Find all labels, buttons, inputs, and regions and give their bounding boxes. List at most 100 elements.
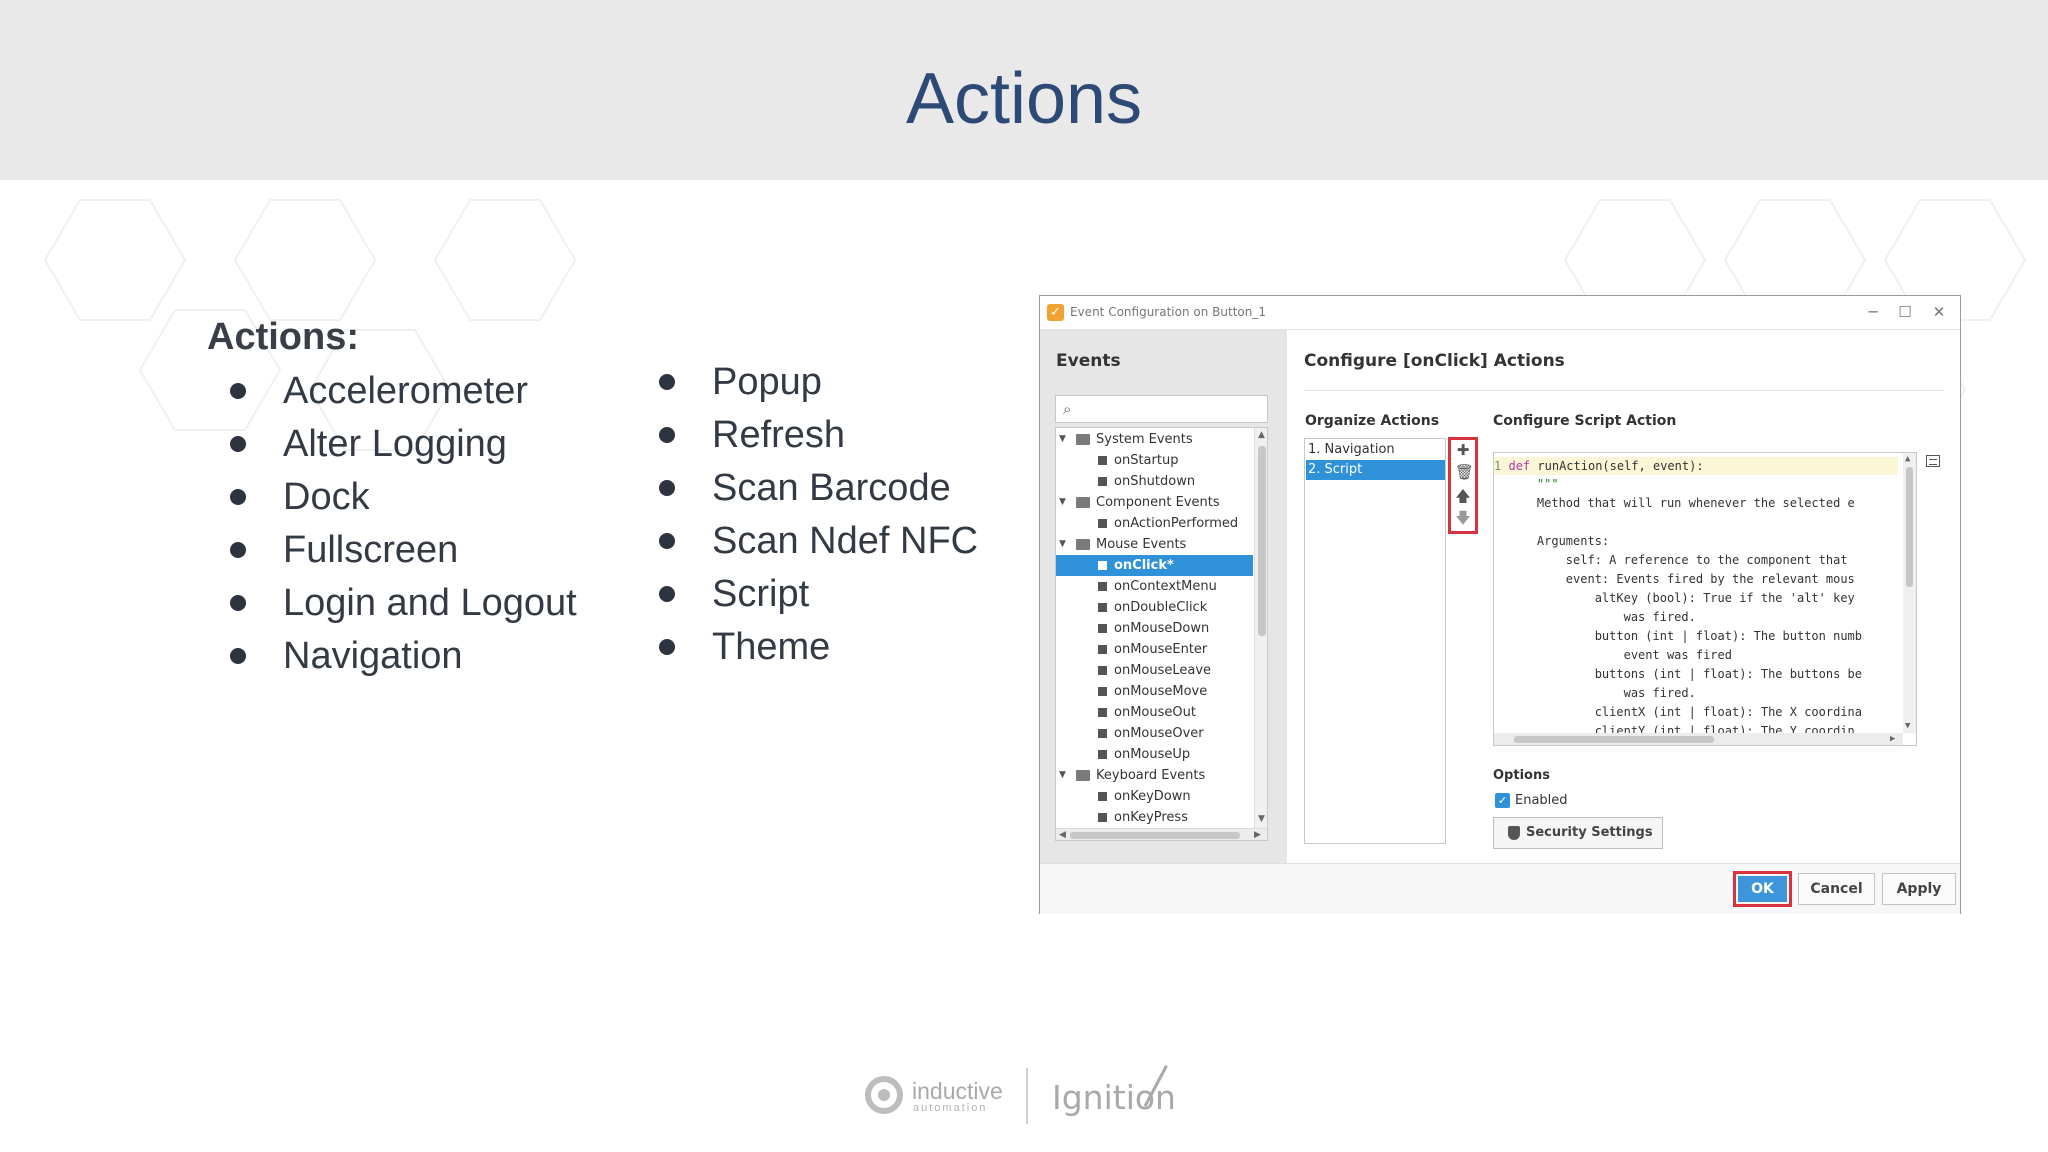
tree-item-label: Keyboard Events <box>1096 768 1206 783</box>
tree-item-label: onMouseEnter <box>1114 642 1208 657</box>
bullet-text: Navigation <box>283 635 463 677</box>
expand-editor-icon[interactable] <box>1926 455 1940 467</box>
bullet-dot <box>230 383 246 399</box>
scroll-thumb[interactable] <box>1906 467 1913 587</box>
tree-item-label: onKeyPress <box>1114 810 1188 825</box>
def-keyword: def <box>1508 459 1531 473</box>
scroll-up-icon[interactable]: ▲ <box>1905 454 1911 464</box>
ignition-logo-text: Ignition <box>1052 1078 1176 1117</box>
tree-event-item[interactable]: onMouseMove <box>1056 681 1253 702</box>
tree-event-item[interactable]: onClick* <box>1056 555 1253 576</box>
line-number: 1 <box>1494 459 1502 473</box>
tree-event-item[interactable]: onMouseUp <box>1056 744 1253 765</box>
dialog-footer: OK Cancel Apply <box>1040 863 1960 914</box>
app-icon: ✓ <box>1047 304 1064 321</box>
organize-actions-title: Organize Actions <box>1305 413 1440 429</box>
event-icon <box>1098 666 1107 675</box>
tree-event-item[interactable]: onStartup <box>1056 450 1253 471</box>
tree-folder-item[interactable]: ▼ Keyboard Events <box>1056 765 1253 786</box>
code-line: Method that will run whenever the select… <box>1508 496 1855 510</box>
bullet-dot <box>659 533 675 549</box>
scroll-right-icon[interactable]: ▶ <box>1254 830 1261 840</box>
collapse-icon[interactable]: ▼ <box>1059 497 1066 507</box>
scroll-down-icon[interactable]: ▼ <box>1905 721 1911 731</box>
editor-horizontal-scrollbar[interactable]: ◀ ▶ <box>1494 733 1903 745</box>
tree-event-item[interactable]: onContextMenu <box>1056 576 1253 597</box>
action-item-script[interactable]: 2. Script <box>1306 460 1445 480</box>
tree-event-item[interactable]: onKeyPress <box>1056 807 1253 828</box>
search-icon: ⌕ <box>1063 400 1072 418</box>
tree-event-item[interactable]: onKeyDown <box>1056 786 1253 807</box>
tree-event-item[interactable]: onMouseEnter <box>1056 639 1253 660</box>
tree-folder-item[interactable]: ▼ System Events <box>1056 429 1253 450</box>
events-search-input[interactable]: ⌕ <box>1055 395 1268 423</box>
ok-button[interactable]: OK <box>1738 876 1787 902</box>
script-editor[interactable]: 1 def runAction(self, event): """ Method… <box>1493 452 1917 746</box>
tree-item-label: System Events <box>1096 432 1193 447</box>
tree-event-item[interactable]: onMouseLeave <box>1056 660 1253 681</box>
move-up-icon[interactable]: 🡅 <box>1455 487 1471 505</box>
tree-item-label: onMouseMove <box>1114 684 1208 699</box>
scroll-left-icon[interactable]: ◀ <box>1059 830 1066 840</box>
scroll-down-icon[interactable]: ▼ <box>1258 814 1265 824</box>
scroll-thumb[interactable] <box>1514 736 1714 743</box>
ok-highlight-frame: OK <box>1733 871 1792 907</box>
code-line: event was fired <box>1508 648 1732 662</box>
tree-horizontal-scrollbar[interactable]: ◀ ▶ <box>1056 828 1267 840</box>
event-icon <box>1098 561 1107 570</box>
trash-icon[interactable]: 🗑 <box>1455 463 1475 481</box>
actions-list-right: Popup Refresh Scan Barcode Scan Ndef NFC… <box>636 360 978 678</box>
automation-logo-text: automation <box>913 1102 988 1114</box>
cancel-button[interactable]: Cancel <box>1798 873 1875 905</box>
move-down-icon[interactable]: 🡇 <box>1455 509 1471 527</box>
action-item-navigation[interactable]: 1. Navigation <box>1308 442 1395 457</box>
apply-button[interactable]: Apply <box>1882 873 1956 905</box>
bullet-item: Fullscreen <box>207 528 577 581</box>
collapse-icon[interactable]: ▼ <box>1059 770 1066 780</box>
tree-event-item[interactable]: onMouseOut <box>1056 702 1253 723</box>
scroll-thumb[interactable] <box>1258 446 1266 636</box>
security-settings-button[interactable]: Security Settings <box>1493 817 1663 849</box>
event-icon <box>1098 603 1107 612</box>
tree-event-item[interactable]: onMouseOver <box>1056 723 1253 744</box>
bullet-item: Accelerometer <box>207 369 577 422</box>
tree-event-item[interactable]: onDoubleClick <box>1056 597 1253 618</box>
bullet-item: Login and Logout <box>207 581 577 634</box>
code-line: altKey (bool): True if the 'alt' key <box>1508 591 1855 605</box>
title-band <box>0 0 2048 180</box>
minimize-icon[interactable]: ─ <box>1868 303 1878 321</box>
event-icon <box>1098 729 1107 738</box>
tree-item-label: onDoubleClick <box>1114 600 1208 615</box>
close-icon[interactable]: ✕ <box>1932 303 1946 321</box>
bullet-dot <box>659 480 675 496</box>
editor-vertical-scrollbar[interactable]: ▲ ▼ <box>1903 453 1916 733</box>
shield-icon <box>1508 826 1520 840</box>
bullet-item: Alter Logging <box>207 422 577 475</box>
organize-actions-toolbar: ✚ 🗑 🡅 🡇 <box>1448 437 1478 534</box>
enabled-checkbox[interactable]: ✓ <box>1495 793 1510 808</box>
tree-event-item[interactable]: onShutdown <box>1056 471 1253 492</box>
bullet-dot <box>659 374 675 390</box>
add-icon[interactable]: ✚ <box>1456 441 1470 459</box>
scroll-up-icon[interactable]: ▲ <box>1258 430 1265 440</box>
tree-item-label: onShutdown <box>1114 474 1196 489</box>
events-tree: ▼ System Events onStartup onShutdown ▼Compon… <box>1055 427 1268 841</box>
scroll-thumb[interactable] <box>1070 832 1240 839</box>
logo-divider <box>1026 1068 1028 1124</box>
tree-item-label: onMouseOver <box>1114 726 1204 741</box>
dialog-title: Event Configuration on Button_1 <box>1070 305 1266 319</box>
tree-folder-item[interactable]: ▼Mouse Events <box>1056 534 1253 555</box>
scroll-right-icon[interactable]: ▶ <box>1890 734 1896 744</box>
collapse-icon[interactable]: ▼ <box>1059 434 1066 444</box>
code-line: """ <box>1508 477 1559 491</box>
tree-folder-item[interactable]: ▼Component Events <box>1056 492 1253 513</box>
bullet-dot <box>659 427 675 443</box>
tree-vertical-scrollbar[interactable]: ▲ ▼ <box>1254 428 1267 828</box>
maximize-icon[interactable]: ☐ <box>1898 303 1912 321</box>
collapse-icon[interactable]: ▼ <box>1059 539 1066 549</box>
tree-event-item[interactable]: onMouseDown <box>1056 618 1253 639</box>
bullet-item: Refresh <box>636 413 978 466</box>
tree-item-label: onMouseDown <box>1114 621 1210 636</box>
tree-item-label: onStartup <box>1114 453 1179 468</box>
tree-event-item[interactable]: onActionPerformed <box>1056 513 1253 534</box>
